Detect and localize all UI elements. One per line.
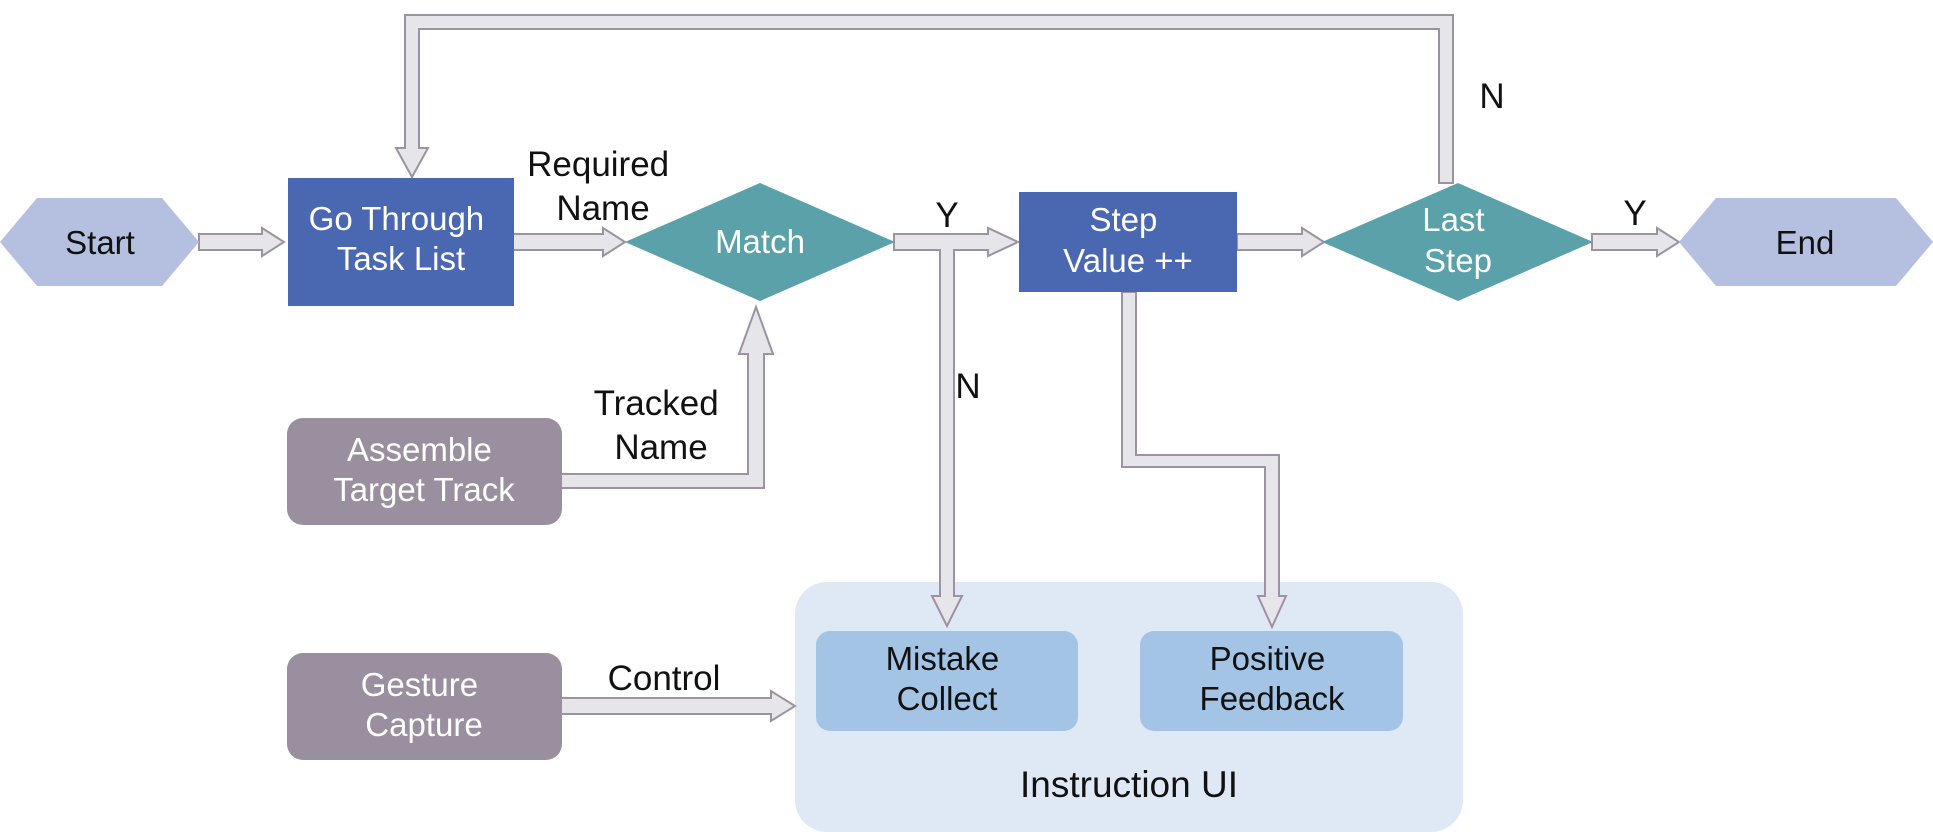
arrow-last-loop-to-tasklist: [394, 14, 1454, 184]
start-label-line: Start: [65, 224, 135, 261]
step-value-label: Step Value ++: [1063, 201, 1193, 279]
assemble-label-line: Assemble: [347, 431, 492, 468]
arrow-tasklist-to-match: [511, 226, 627, 258]
required-name-label-line: Name: [556, 189, 649, 228]
last-no-label: N: [1479, 77, 1504, 116]
arrow-last-to-end: [1591, 226, 1681, 258]
match-label-line: Match: [715, 223, 805, 260]
task-list-node: [288, 178, 514, 306]
instruction-ui-label: Instruction UI: [1020, 764, 1238, 805]
arrow-step-to-feedback: [1121, 291, 1288, 630]
gesture-label-line: Gesture: [361, 666, 478, 703]
arrow-assemble-to-match: [560, 304, 775, 489]
mistake-collect-label-line: Mistake: [886, 640, 1000, 677]
required-name-label-line: Required: [527, 145, 669, 184]
last-yes-label: Y: [1623, 194, 1646, 233]
positive-feedback-label-line: Positive: [1210, 640, 1326, 677]
tracked-name-label-line: Name: [614, 428, 707, 467]
assemble-label: Assemble Target Track: [333, 431, 515, 508]
arrow-gesture-to-ui: [560, 689, 797, 723]
task-list-label: Go Through Task List: [309, 200, 494, 277]
match-no-label: N: [955, 367, 980, 406]
positive-feedback-label-line: Feedback: [1200, 680, 1345, 717]
start-label: Start: [65, 224, 135, 261]
arrow-start-to-tasklist: [198, 226, 286, 258]
positive-feedback-node: [1140, 631, 1403, 731]
arrow-match-to-step-and-mistake: [893, 226, 1021, 629]
start-node: [0, 198, 199, 286]
mistake-collect-node: [816, 631, 1078, 731]
match-decision: [625, 183, 895, 301]
end-label: End: [1776, 224, 1835, 261]
match-label: Match: [715, 223, 805, 260]
tracked-name-label: Tracked Name: [594, 384, 729, 467]
gesture-label: Gesture Capture: [361, 666, 488, 743]
last-step-label-line: Last: [1422, 201, 1484, 238]
task-list-label-line: Go Through: [309, 200, 485, 237]
end-label-line: End: [1776, 224, 1835, 261]
required-name-label: Required Name: [527, 145, 679, 228]
last-step-label: Last Step: [1422, 201, 1494, 279]
mistake-collect-label-line: Collect: [897, 680, 998, 717]
control-label: Control: [608, 659, 721, 698]
end-node: [1679, 198, 1933, 286]
gesture-label-line: Capture: [365, 706, 482, 743]
arrow-step-to-last: [1236, 226, 1326, 258]
last-step-label-line: Step: [1424, 242, 1492, 279]
step-value-label-line: Step: [1089, 201, 1157, 238]
step-value-label-line: Value ++: [1063, 242, 1193, 279]
task-list-label-line: Task List: [337, 240, 465, 277]
last-step-decision: [1322, 183, 1593, 301]
positive-feedback-label: Positive Feedback: [1200, 640, 1345, 717]
match-yes-label: Y: [935, 196, 958, 235]
tracked-name-label-line: Tracked: [594, 384, 719, 423]
mistake-collect-label: Mistake Collect: [886, 640, 1009, 717]
assemble-label-line: Target Track: [333, 471, 515, 508]
assemble-node: [287, 418, 562, 525]
step-value-node: [1019, 192, 1237, 292]
gesture-node: [287, 653, 562, 760]
